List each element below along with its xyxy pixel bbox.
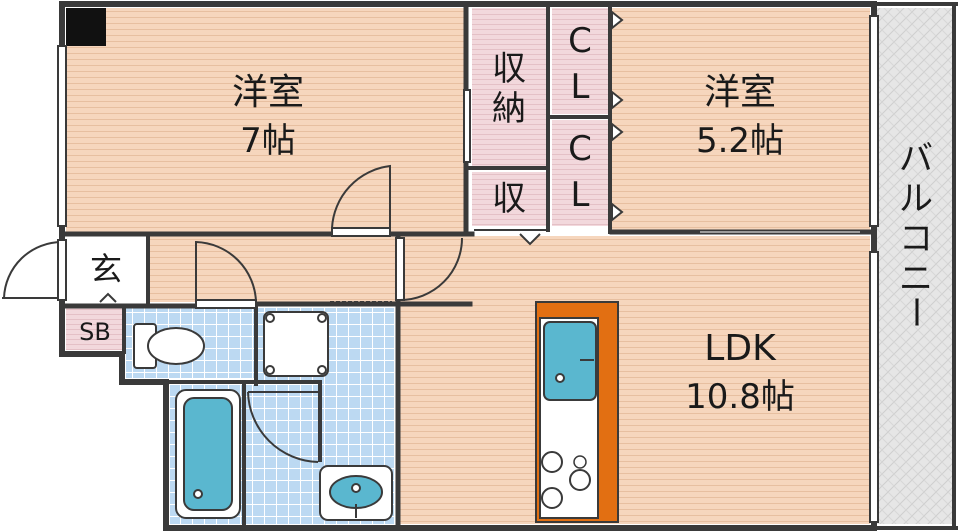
windows (57, 15, 879, 523)
shoe-box-label: SB (79, 318, 111, 346)
bath-dry-floor (244, 384, 320, 524)
storage-small-floor (472, 172, 546, 226)
closet-2-floor (552, 120, 608, 226)
ldk-floor (400, 236, 870, 524)
balcony-floor (876, 8, 954, 524)
entrance-label: 玄 (90, 250, 122, 288)
closet-1-label-2: L (571, 67, 590, 107)
storage-large-label-1: 収 (492, 49, 526, 89)
doors (2, 9, 860, 463)
hallway-floor (150, 236, 400, 302)
balcony-char: ー (895, 295, 935, 329)
western-room-2-size: 5.2帖 (696, 121, 784, 161)
storage-large-floor (472, 8, 546, 166)
entrance-floor (66, 236, 148, 304)
closet-1-floor (552, 8, 608, 114)
wash-basin-fixture (319, 465, 393, 521)
toilet-fixture (133, 323, 205, 369)
balcony-char: ル (899, 179, 933, 219)
western-room-1-floor (66, 8, 466, 232)
ldk-size: 10.8帖 (685, 377, 795, 417)
kitchen-counter (535, 301, 619, 523)
washing-machine-pan (263, 311, 329, 377)
balcony-char: ニ (899, 259, 933, 299)
western-room-2-name: 洋室 (704, 72, 776, 113)
western-room-1-size: 7帖 (240, 121, 296, 161)
closet-2-label-1: C (568, 129, 592, 169)
western-room-1-name: 洋室 (232, 72, 304, 113)
balcony-label: バ ル コ ニ ー (895, 139, 935, 329)
balcony-char: コ (899, 219, 933, 259)
structural-column (66, 8, 106, 46)
shoe-box-floor (66, 308, 126, 350)
bathtub-fixture (175, 389, 241, 519)
closet-1-label-1: C (568, 21, 592, 61)
western-room-2-floor (612, 8, 870, 232)
closet-2-label-2: L (571, 175, 590, 215)
balcony-char: バ (899, 139, 933, 179)
ldk-name: LDK (704, 328, 777, 369)
storage-large-label-2: 納 (492, 89, 526, 129)
storage-small-label: 収 (492, 179, 526, 219)
stove-burners (541, 451, 591, 509)
